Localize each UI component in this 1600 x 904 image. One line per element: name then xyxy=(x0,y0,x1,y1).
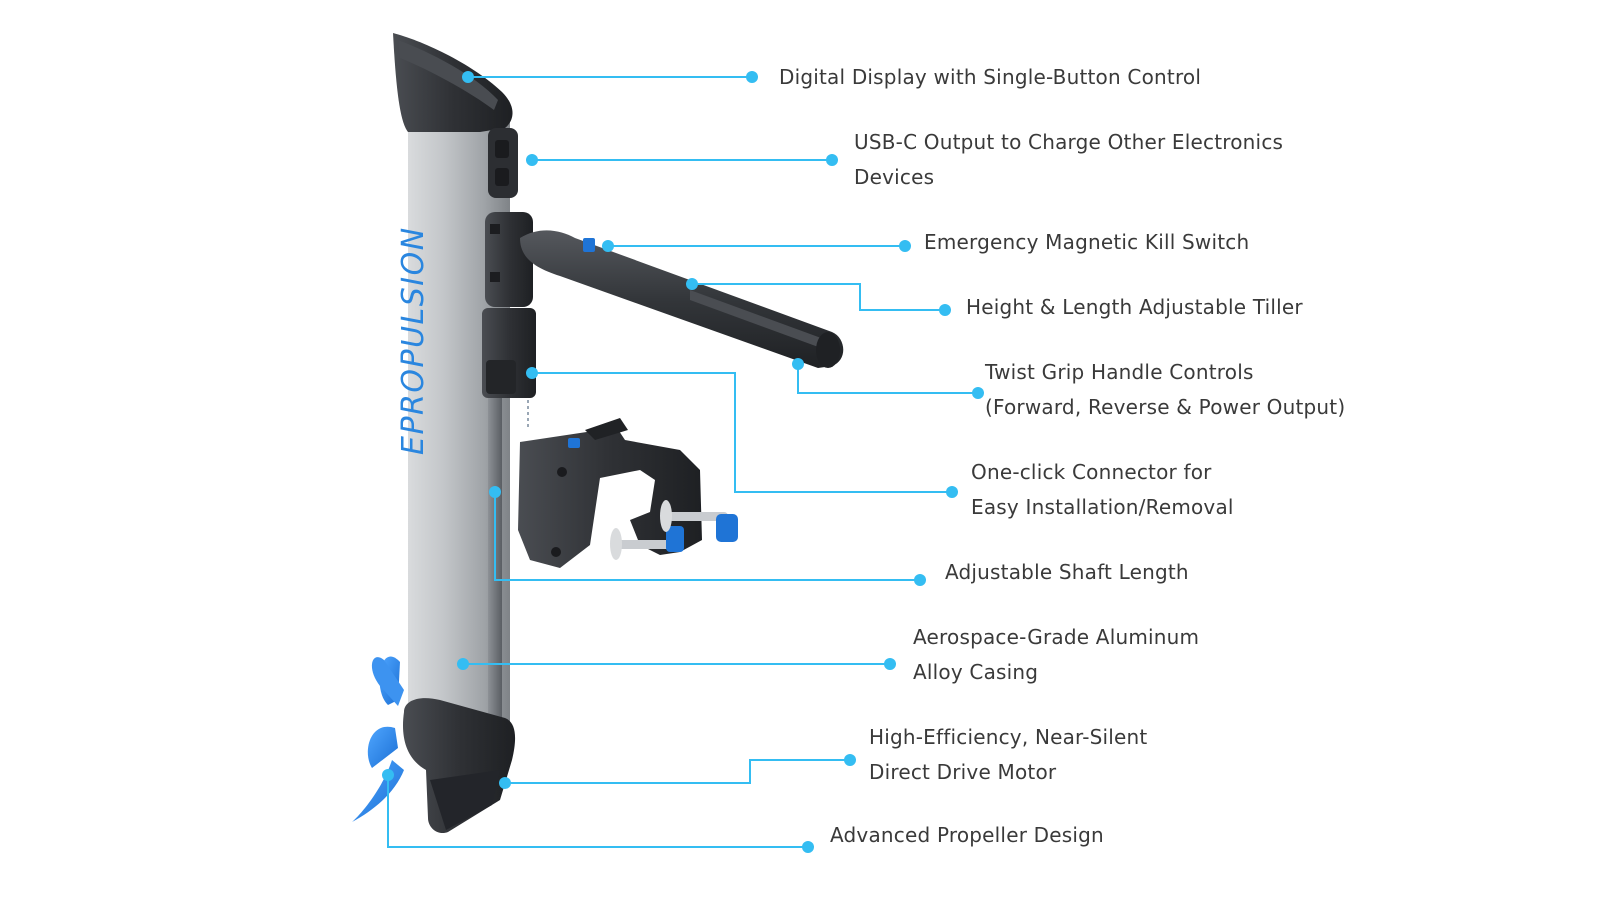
leader-dot-shaft-end xyxy=(914,574,926,586)
leader-dot-propeller-end xyxy=(802,841,814,853)
callout-display: Digital Display with Single-Button Contr… xyxy=(779,65,1202,89)
callout-usb: USB-C Output to Charge Other Electronics… xyxy=(854,130,1284,189)
display-head xyxy=(393,33,513,132)
callout-kill-switch: Emergency Magnetic Kill Switch xyxy=(924,230,1250,254)
leader-line-twist xyxy=(797,364,978,394)
tiller-mount xyxy=(485,212,533,307)
kill-switch-key xyxy=(583,238,595,252)
motor-housing xyxy=(402,698,516,834)
leader-line-shaft xyxy=(494,492,920,581)
usb-module xyxy=(488,128,518,198)
leader-dot-tiller-start xyxy=(686,278,698,290)
leader-dot-kill-end xyxy=(899,240,911,252)
leader-dot-connector-end xyxy=(946,486,958,498)
brand-logo: EPROPULSION xyxy=(396,226,431,455)
callout-connector: One-click Connector for Easy Installatio… xyxy=(971,460,1234,519)
leader-dot-shaft-start xyxy=(489,486,501,498)
propeller xyxy=(352,656,404,822)
leader-line-tiller xyxy=(692,283,945,311)
leader-line-propeller xyxy=(387,775,808,848)
callout-leaders xyxy=(382,71,984,853)
leader-dot-casing-start xyxy=(457,658,469,670)
leader-dot-usb-end xyxy=(826,154,838,166)
callout-casing: Aerospace-Grade Aluminum Alloy Casing xyxy=(913,625,1200,684)
callout-twist-grip: Twist Grip Handle Controls (Forward, Rev… xyxy=(985,360,1346,419)
leader-dot-display-start xyxy=(462,71,474,83)
aluminum-tube: EPROPULSION xyxy=(396,110,510,750)
leader-dot-twist-end xyxy=(972,387,984,399)
leader-dot-casing-end xyxy=(884,658,896,670)
leader-dot-connector-start xyxy=(526,367,538,379)
callout-motor: High-Efficiency, Near-Silent Direct Driv… xyxy=(869,725,1148,784)
leader-line-motor xyxy=(505,759,850,784)
leader-dot-motor-end xyxy=(844,754,856,766)
callout-propeller: Advanced Propeller Design xyxy=(830,823,1104,847)
leader-line-connector xyxy=(532,372,952,493)
leader-dot-tiller-end xyxy=(939,304,951,316)
leader-dot-motor-start xyxy=(499,777,511,789)
leader-dot-usb-start xyxy=(526,154,538,166)
clamp-bracket xyxy=(518,418,738,568)
leader-dot-propeller-start xyxy=(382,769,394,781)
leader-dot-display-end xyxy=(746,71,758,83)
callout-tiller: Height & Length Adjustable Tiller xyxy=(966,295,1303,319)
leader-dot-kill-start xyxy=(602,240,614,252)
callout-shaft: Adjustable Shaft Length xyxy=(945,560,1189,584)
connector-block xyxy=(482,308,536,430)
leader-dot-twist-start xyxy=(792,358,804,370)
tiller-arm xyxy=(520,230,844,368)
